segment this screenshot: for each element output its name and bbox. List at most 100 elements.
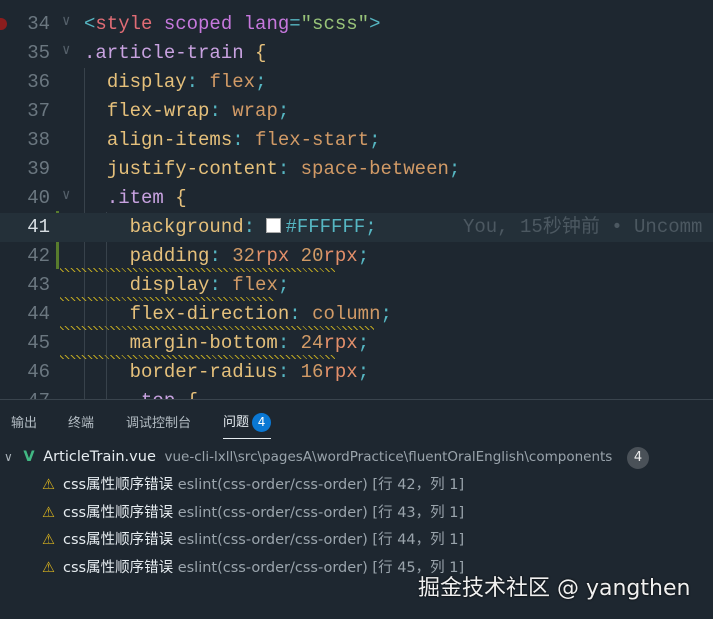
fold-chevron-icon[interactable]: ∨	[62, 14, 71, 30]
problem-location: [行 42，列 1]	[372, 477, 465, 493]
code-token: ;	[357, 245, 370, 267]
code-token: border-radius	[129, 361, 278, 383]
code-token: :	[209, 245, 233, 267]
code-line[interactable]: 38 align-items: flex-start;	[0, 126, 713, 155]
warning-icon: ⚠	[42, 477, 55, 493]
problem-item[interactable]: ⚠css属性顺序错误 eslint(css-order/css-order) […	[42, 472, 464, 498]
code-text: .article-train {	[84, 39, 266, 68]
code-line[interactable]: 35∨.article-train {	[0, 39, 713, 68]
code-line[interactable]: 41 background: #FFFFFF;You, 15秒钟前 • Unco…	[0, 213, 713, 242]
code-line[interactable]: 44 flex-direction: column;	[0, 300, 713, 329]
fold-chevron-icon[interactable]: ∨	[62, 188, 71, 204]
code-token: ;	[369, 129, 381, 151]
code-token	[84, 303, 130, 325]
code-token: 20	[300, 245, 324, 267]
problem-item[interactable]: ⚠css属性顺序错误 eslint(css-order/css-order) […	[42, 527, 464, 553]
code-token: justify-content	[106, 158, 278, 180]
code-token	[84, 361, 130, 383]
code-text: flex-direction: column;	[84, 300, 392, 329]
tab-output[interactable]: 输出	[11, 416, 38, 431]
code-text: display: flex;	[84, 271, 290, 300]
code-editor[interactable]: 34∨<style scoped lang="scss">35∨.article…	[0, 0, 713, 399]
problem-message: css属性顺序错误	[63, 504, 174, 521]
code-line[interactable]: 47 .top {	[0, 387, 713, 399]
code-token: {	[187, 390, 198, 399]
code-token: :	[209, 274, 233, 296]
code-token: 32	[232, 245, 256, 267]
code-text: flex-wrap: wrap;	[84, 97, 289, 126]
code-line[interactable]: 37 flex-wrap: wrap;	[0, 97, 713, 126]
code-token: background	[129, 216, 244, 238]
code-token: flex-start	[255, 129, 370, 151]
code-line[interactable]: 39 justify-content: space-between;	[0, 155, 713, 184]
code-text: justify-content: space-between;	[84, 155, 460, 184]
code-token	[84, 216, 130, 238]
code-line[interactable]: 45 margin-bottom: 24rpx;	[0, 329, 713, 358]
tab-terminal[interactable]: 终端	[68, 416, 95, 431]
warning-icon: ⚠	[42, 559, 55, 576]
problem-item[interactable]: ⚠ css属性顺序错误 eslint(css-order/css-order) […	[42, 555, 464, 581]
code-token	[84, 274, 130, 296]
problems-count-badge: 4	[252, 413, 272, 432]
code-text: padding: 32rpx 20rpx;	[84, 242, 370, 271]
warning-squiggle	[60, 355, 335, 359]
line-number: 36	[27, 71, 50, 93]
problem-source: eslint(css-order/css-order)	[177, 532, 368, 548]
problem-location: [行 45，列 1]	[372, 559, 465, 576]
problem-location: [行 44，列 1]	[372, 532, 465, 548]
code-token: rpx	[323, 245, 358, 267]
code-token	[84, 158, 107, 180]
file-path: vue-cli-lxll\src\pagesA\wordPractice\flu…	[164, 449, 613, 465]
code-token: =	[289, 13, 301, 35]
code-line[interactable]: 40∨ .item {	[0, 184, 713, 213]
problem-location: [行 43，列 1]	[372, 504, 465, 521]
code-token: margin-bottom	[129, 332, 278, 354]
code-token: column	[312, 303, 381, 325]
code-token: padding	[129, 245, 210, 267]
line-number: 42	[27, 245, 50, 267]
color-swatch-icon[interactable]	[266, 218, 282, 233]
problem-file-row[interactable]: ∨ V ArticleTrain.vue vue-cli-lxll\src\pa…	[4, 444, 649, 470]
code-line[interactable]: 34∨<style scoped lang="scss">	[0, 10, 713, 39]
code-token: #FFFFFF;	[285, 216, 377, 238]
code-token	[84, 100, 107, 122]
code-token: .item	[106, 187, 176, 209]
tab-debug-console[interactable]: 调试控制台	[126, 416, 192, 431]
vue-file-icon: V	[23, 449, 35, 465]
problem-message: css属性顺序错误	[63, 559, 174, 576]
code-token: {	[255, 42, 267, 64]
code-token: style	[95, 13, 153, 35]
line-number: 34	[27, 13, 50, 35]
warning-squiggle	[60, 297, 274, 301]
code-line[interactable]: 36 display: flex;	[0, 68, 713, 97]
code-line[interactable]: 43 display: flex;	[0, 271, 713, 300]
code-text: margin-bottom: 24rpx;	[84, 329, 369, 358]
fold-chevron-icon[interactable]: ∨	[62, 43, 71, 59]
problem-item[interactable]: ⚠css属性顺序错误 eslint(css-order/css-order) […	[42, 500, 464, 526]
code-line[interactable]: 42 padding: 32rpx 20rpx;	[0, 242, 713, 271]
warning-icon: ⚠	[42, 532, 55, 548]
problem-message: css属性顺序错误	[63, 477, 174, 493]
code-token: :	[277, 158, 301, 180]
problem-source: eslint(css-order/css-order)	[177, 504, 368, 521]
code-token	[84, 332, 130, 354]
code-token: display	[106, 71, 187, 93]
code-line[interactable]: 46 border-radius: 16rpx;	[0, 358, 713, 387]
code-token: rpx	[255, 245, 301, 267]
line-number: 41	[27, 216, 50, 238]
code-token: :	[186, 71, 210, 93]
code-text: .top {	[84, 387, 198, 399]
tab-problems-label: 问题	[223, 415, 250, 430]
code-text: border-radius: 16rpx;	[84, 358, 369, 387]
indent-guide	[106, 212, 107, 399]
code-token: space-between	[300, 158, 449, 180]
problem-source: eslint(css-order/css-order)	[177, 559, 368, 576]
code-token: :	[277, 361, 301, 383]
code-text: .item {	[84, 184, 187, 213]
breakpoint-marker[interactable]	[0, 18, 7, 30]
chevron-down-icon[interactable]: ∨	[4, 450, 13, 464]
code-token: scoped lang	[152, 13, 290, 35]
code-text: align-items: flex-start;	[84, 126, 381, 155]
code-token: :	[209, 100, 233, 122]
